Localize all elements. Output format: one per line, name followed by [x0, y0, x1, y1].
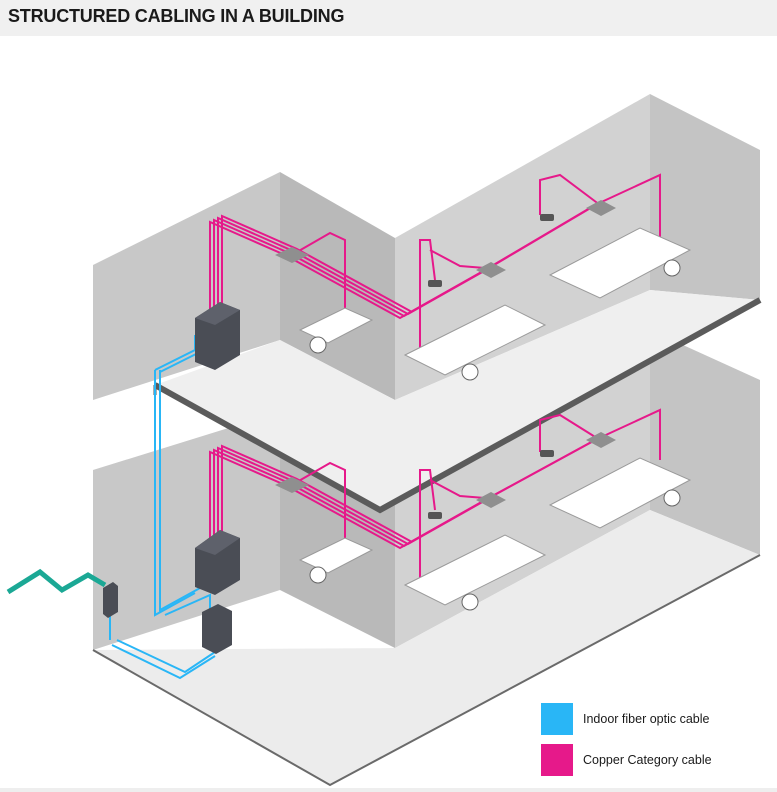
desks-upper [298, 227, 692, 376]
bottom-divider [0, 788, 777, 792]
entrance-box [103, 582, 118, 618]
lower-floor-plane [93, 510, 760, 785]
ceiling-junctions-lower [275, 432, 616, 508]
entrance-rack [202, 604, 232, 654]
outside-plant-cable [6, 568, 107, 595]
upper-left-wall-inner [280, 172, 395, 400]
legend-label-fiber: Indoor fiber optic cable [583, 712, 710, 726]
fiber-swatch-icon [541, 703, 573, 735]
building-illustration [6, 94, 762, 787]
ceiling-junctions-upper [275, 200, 616, 278]
lower-left-wall [93, 412, 280, 650]
camera-icons [428, 214, 554, 519]
lower-rack [195, 530, 240, 595]
workstations [309, 259, 681, 611]
legend-item-fiber: Indoor fiber optic cable [541, 703, 761, 735]
upper-rack [195, 302, 240, 370]
header-bar: STRUCTURED CABLING IN A BUILDING [0, 0, 777, 36]
desks-lower [298, 457, 692, 606]
legend-label-copper: Copper Category cable [583, 753, 712, 767]
legend-item-copper: Copper Category cable [541, 744, 761, 776]
copper-cables-lower [209, 408, 661, 580]
diagram-title: STRUCTURED CABLING IN A BUILDING [8, 6, 345, 26]
upper-slab-edge [153, 297, 762, 514]
copper-swatch-icon [541, 744, 573, 776]
upper-floor-plane [155, 290, 760, 510]
lower-floor-edge [92, 554, 761, 787]
